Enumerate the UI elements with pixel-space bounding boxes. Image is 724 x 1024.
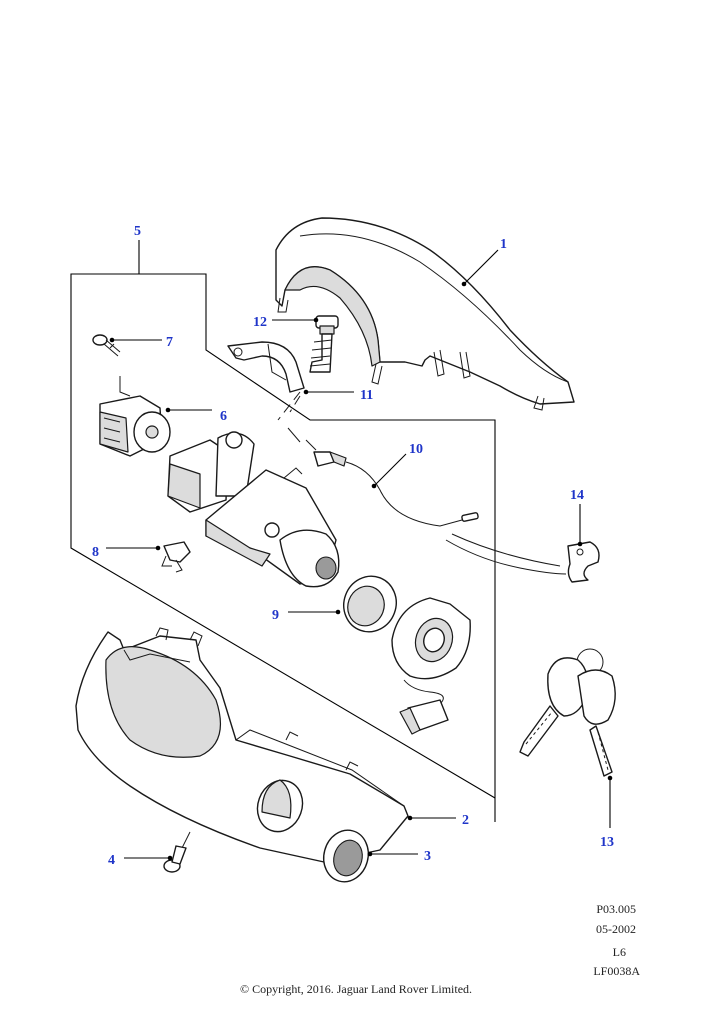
- svg-text:9: 9: [272, 608, 279, 623]
- callout-12[interactable]: 12: [253, 315, 319, 330]
- callout-3[interactable]: 3: [367, 849, 431, 864]
- figure-id: LF0038A: [593, 964, 640, 978]
- variant-code: L6: [612, 945, 626, 959]
- callout-10[interactable]: 10: [371, 442, 423, 489]
- svg-text:8: 8: [92, 545, 99, 560]
- svg-text:7: 7: [166, 335, 173, 350]
- clip-part: [161, 541, 191, 573]
- callout-11[interactable]: 11: [303, 388, 374, 403]
- callout-14[interactable]: 14: [570, 488, 584, 547]
- transponder-ring-part: [343, 575, 397, 633]
- svg-text:14: 14: [570, 488, 584, 503]
- cable-part: [313, 451, 567, 575]
- svg-text:12: 12: [253, 315, 267, 330]
- svg-text:6: 6: [220, 409, 227, 424]
- transceiver-coil-part: [391, 597, 471, 735]
- callout-7[interactable]: 7: [109, 335, 173, 350]
- callout-6[interactable]: 6: [165, 407, 227, 424]
- cable-clip-part: [567, 541, 600, 583]
- callout-2[interactable]: 2: [407, 813, 469, 828]
- keys-part: [519, 648, 616, 777]
- switch-screw-part: [92, 334, 121, 357]
- svg-text:11: 11: [360, 388, 373, 403]
- shroud-screw-part: [163, 831, 191, 873]
- bolt-part: [309, 315, 339, 373]
- callout-1[interactable]: 1: [461, 237, 507, 287]
- svg-text:4: 4: [108, 853, 115, 868]
- assembly-guide-lines: [277, 391, 317, 451]
- copyright-notice: © Copyright, 2016. Jaguar Land Rover Lim…: [239, 982, 473, 996]
- clamp-part: [227, 341, 305, 393]
- callout-5[interactable]: 5: [134, 224, 141, 239]
- svg-text:5: 5: [134, 224, 141, 239]
- callout-8[interactable]: 8: [92, 545, 161, 560]
- svg-text:2: 2: [462, 813, 469, 828]
- revision-date: 05-2002: [596, 922, 636, 936]
- assembly-bracket: [70, 240, 496, 822]
- reference-code: P03.005: [596, 902, 636, 916]
- lower-shroud-part: [75, 627, 409, 863]
- svg-text:1: 1: [500, 237, 507, 252]
- ignition-lock-part: [167, 431, 340, 588]
- callout-9[interactable]: 9: [272, 608, 341, 623]
- bezel-ring-part: [323, 829, 369, 883]
- callout-13[interactable]: 13: [600, 775, 614, 850]
- svg-text:10: 10: [409, 442, 423, 457]
- ignition-switch-part: [99, 376, 171, 457]
- svg-text:3: 3: [424, 849, 431, 864]
- callout-4[interactable]: 4: [108, 853, 173, 868]
- upper-shroud-part: [275, 217, 575, 411]
- svg-text:13: 13: [600, 835, 614, 850]
